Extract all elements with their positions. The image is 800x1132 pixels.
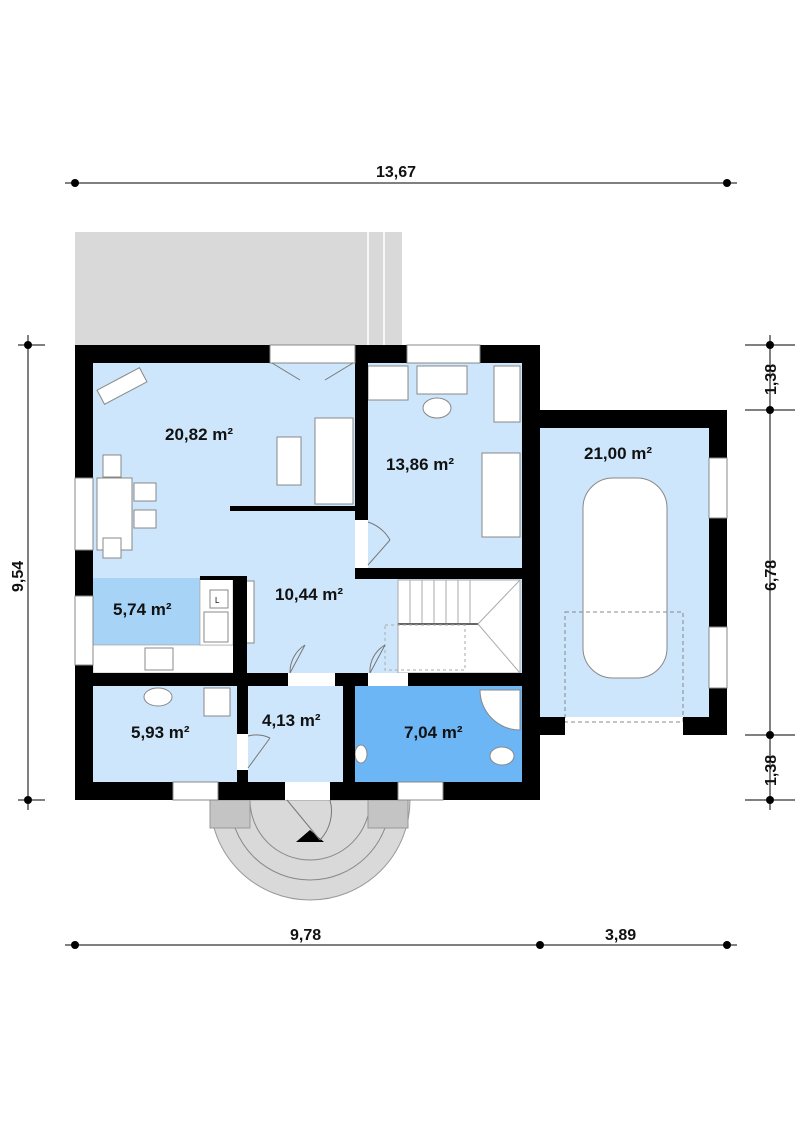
dimension-right-top: 1,38 xyxy=(763,364,780,395)
room-area-bathroom: 7,04 m² xyxy=(404,723,463,742)
room-area-living: 20,82 m² xyxy=(165,425,233,444)
dimension-right-bottom: 1,38 xyxy=(763,755,780,786)
room-area-boiler-room: 5,93 m² xyxy=(131,723,190,742)
entrance-porch xyxy=(209,799,411,901)
entrance-arrow-icon xyxy=(296,830,324,842)
dimension-bottom-right: 3,89 xyxy=(605,927,636,944)
fridge-label: L xyxy=(215,596,220,605)
furniture xyxy=(96,365,684,766)
kitchen-floor xyxy=(93,578,200,645)
terrace xyxy=(75,232,402,345)
dimension-lines xyxy=(18,182,795,946)
dimension-right-middle: 6,78 xyxy=(763,560,780,591)
room-area-hall: 10,44 m² xyxy=(275,585,343,604)
dimension-bottom-left: 9,78 xyxy=(290,927,321,944)
dimension-top-total: 13,67 xyxy=(376,164,416,181)
room-area-vestibule: 4,13 m² xyxy=(262,711,321,730)
walls xyxy=(75,345,727,800)
room-area-study: 13,86 m² xyxy=(386,455,454,474)
dimension-left-total: 9,54 xyxy=(10,561,27,592)
door-swings xyxy=(247,362,391,841)
room-area-garage: 21,00 m² xyxy=(584,444,652,463)
room-area-kitchen: 5,74 m² xyxy=(113,600,172,619)
staircase xyxy=(384,579,521,674)
dimension-dots xyxy=(24,179,774,949)
windows xyxy=(74,344,728,801)
